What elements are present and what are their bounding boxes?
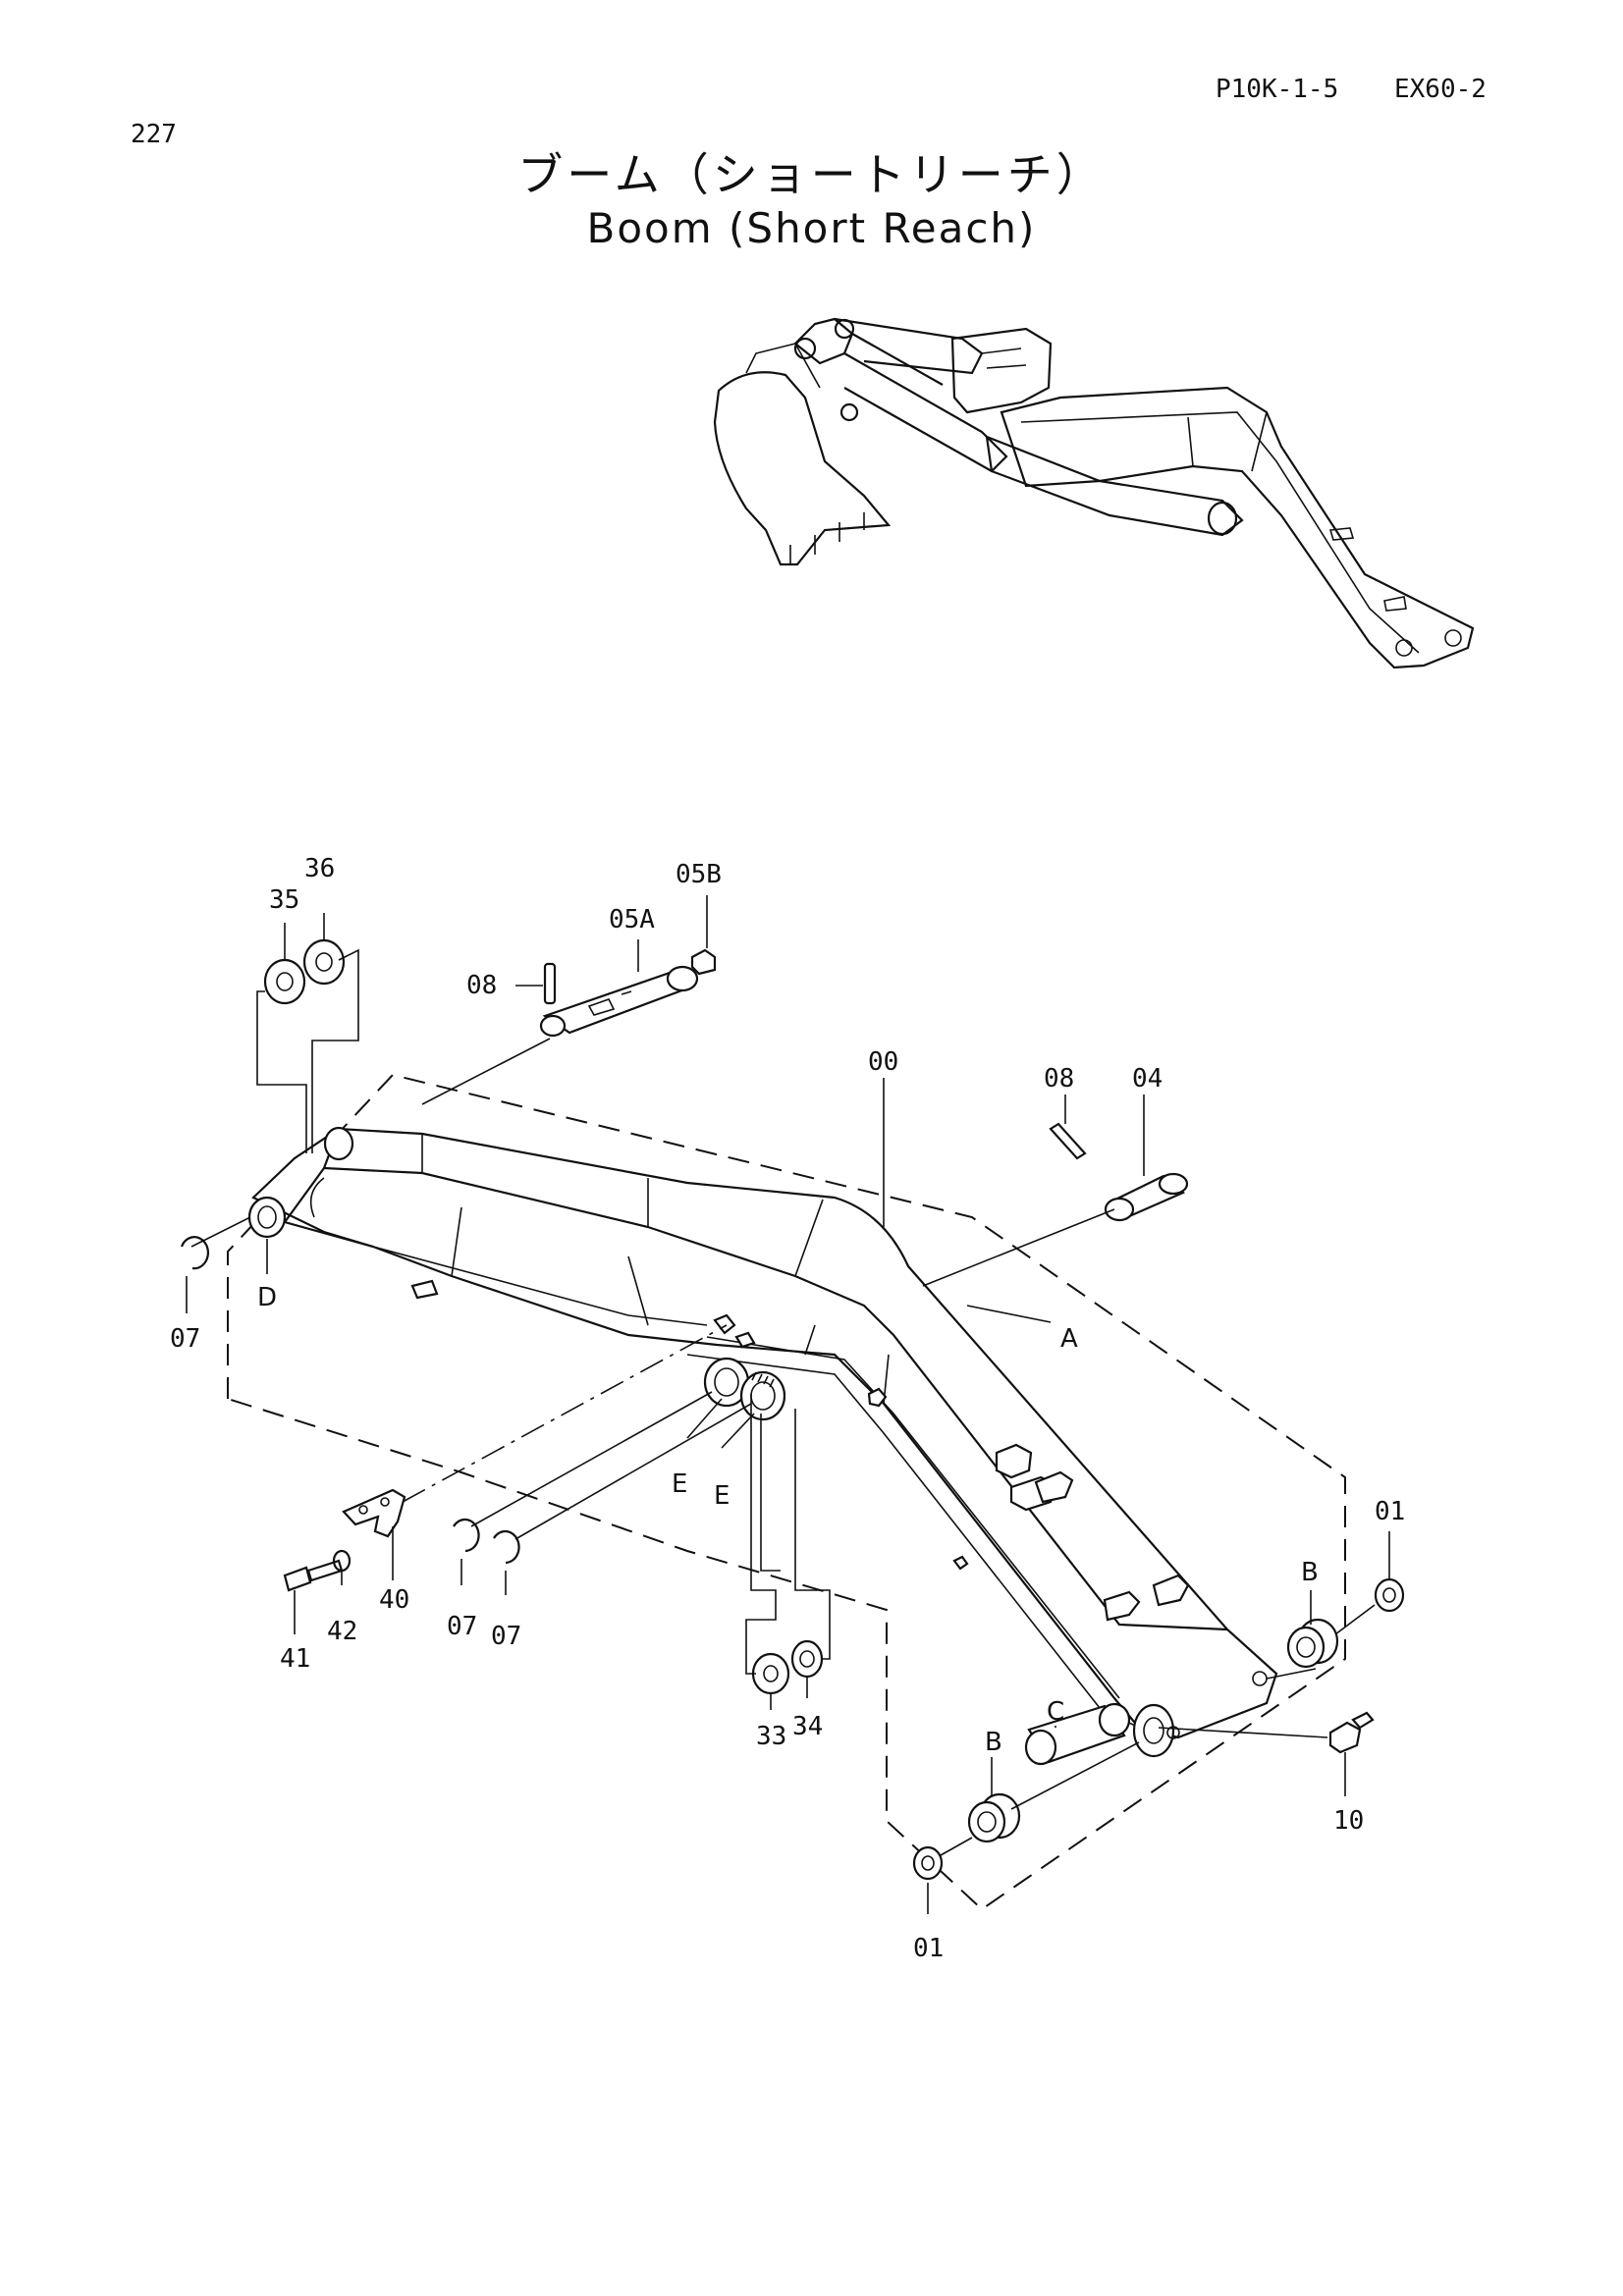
label-b-upper: B bbox=[1301, 1558, 1319, 1587]
label-40: 40 bbox=[379, 1585, 409, 1615]
doc-code: P10K-1-5 bbox=[1216, 75, 1339, 104]
label-05b: 05B bbox=[676, 860, 722, 889]
model-code: EX60-2 bbox=[1394, 75, 1487, 104]
label-08a: 08 bbox=[466, 971, 497, 1000]
shim-33 bbox=[751, 1652, 790, 1695]
label-b-lower: B bbox=[985, 1728, 1002, 1757]
label-04: 04 bbox=[1132, 1064, 1163, 1094]
label-00: 00 bbox=[868, 1047, 898, 1077]
title-english: Boom (Short Reach) bbox=[586, 204, 1037, 252]
title-japanese: ブーム（ショートリーチ） bbox=[517, 148, 1106, 201]
pin-04 bbox=[1104, 1172, 1189, 1222]
bushing-b-lower bbox=[967, 1792, 1021, 1843]
shim-36 bbox=[302, 938, 346, 986]
boss-d bbox=[247, 1196, 287, 1239]
label-05a: 05A bbox=[609, 905, 655, 934]
bushing-b-upper bbox=[1286, 1618, 1339, 1669]
plate-40 bbox=[342, 1488, 406, 1538]
label-01-upper: 01 bbox=[1375, 1497, 1405, 1526]
bolt-41 bbox=[283, 1559, 344, 1592]
boss-e bbox=[703, 1313, 786, 1421]
label-07b: 07 bbox=[447, 1612, 477, 1641]
shim-34 bbox=[790, 1639, 824, 1679]
label-e1: E bbox=[672, 1469, 687, 1499]
cotter-pin-08a bbox=[543, 962, 557, 1005]
label-08b: 08 bbox=[1044, 1064, 1074, 1094]
washer-01-upper bbox=[1374, 1577, 1405, 1613]
label-10: 10 bbox=[1333, 1806, 1364, 1836]
label-a: A bbox=[1060, 1324, 1078, 1354]
label-42: 42 bbox=[327, 1617, 357, 1646]
label-01-lower: 01 bbox=[913, 1934, 944, 1963]
shim-35 bbox=[263, 958, 306, 1005]
label-41: 41 bbox=[280, 1644, 310, 1674]
label-d: D bbox=[257, 1283, 277, 1312]
label-33: 33 bbox=[756, 1722, 786, 1751]
grease-nipple-05b bbox=[690, 948, 717, 976]
bushing-c bbox=[1024, 1702, 1131, 1766]
label-07c: 07 bbox=[491, 1622, 521, 1651]
label-36: 36 bbox=[304, 854, 335, 883]
washer-01-lower bbox=[912, 1845, 944, 1881]
label-34: 34 bbox=[792, 1712, 823, 1741]
label-c: C bbox=[1047, 1697, 1064, 1727]
label-35: 35 bbox=[269, 885, 299, 915]
pin-05a bbox=[539, 965, 699, 1038]
grease-fitting-10 bbox=[1328, 1711, 1375, 1754]
snap-ring-07c bbox=[493, 1529, 520, 1565]
label-e2: E bbox=[714, 1481, 730, 1511]
overview-illustration bbox=[713, 317, 1475, 669]
snap-ring-07b bbox=[453, 1518, 480, 1553]
snap-ring-07a bbox=[180, 1236, 209, 1270]
cotter-pin-08b bbox=[1049, 1122, 1087, 1160]
assembly-boundary bbox=[227, 1073, 1346, 1911]
label-07a: 07 bbox=[170, 1324, 200, 1354]
page-number: 227 bbox=[131, 120, 177, 149]
